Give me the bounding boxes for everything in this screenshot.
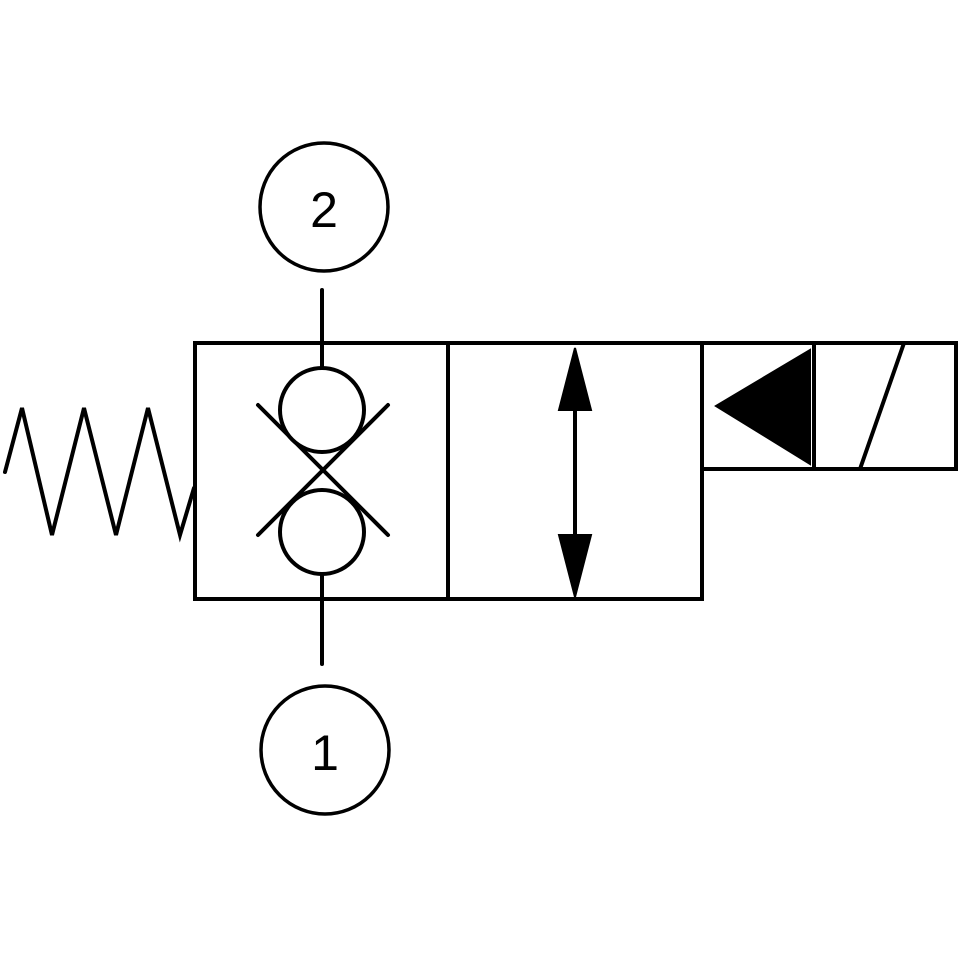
valve-body <box>193 341 704 601</box>
port-1-label: 1 <box>311 725 339 781</box>
solenoid-triangle-icon <box>714 348 811 466</box>
port-2-circle <box>258 141 390 273</box>
double-check-icon <box>256 366 390 576</box>
port-1-marker: 1 <box>259 684 391 816</box>
port-1-circle <box>259 684 391 816</box>
spring-icon <box>3 407 196 543</box>
port-2-label: 2 <box>310 182 338 238</box>
seat-line-right <box>256 403 390 537</box>
flow-arrow-down-head <box>557 534 593 598</box>
port-2-marker: 2 <box>258 141 390 273</box>
solenoid-actuator <box>700 341 958 471</box>
solenoid-coil-slash <box>858 341 906 471</box>
check-ball-upper <box>278 366 366 454</box>
check-ball-lower <box>278 488 366 576</box>
bidirectional-flow-icon <box>557 347 593 598</box>
solenoid-box <box>700 341 958 471</box>
flow-arrow-up-head <box>557 347 593 411</box>
